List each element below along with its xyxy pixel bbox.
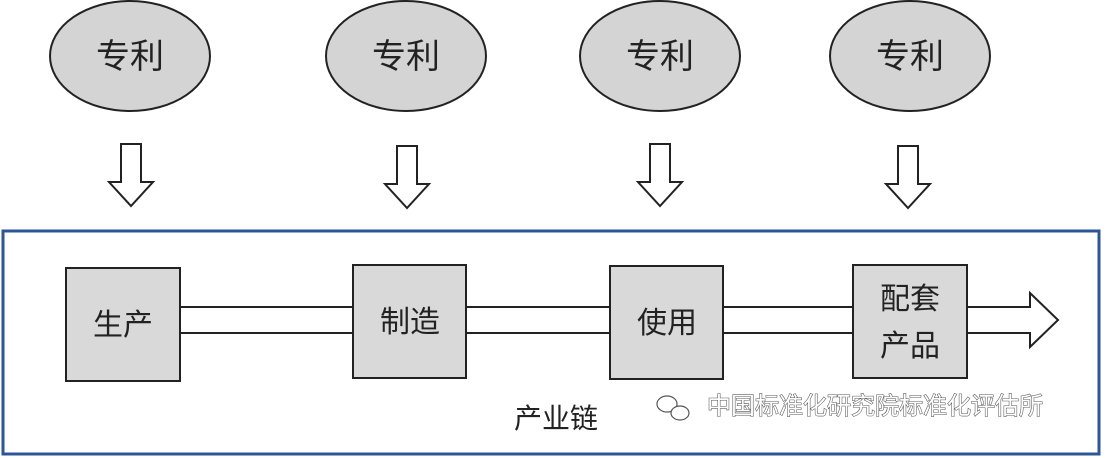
stage-box-4: 配套 产品	[852, 264, 968, 379]
chain-caption: 产业链	[514, 402, 598, 435]
wechat-watermark: 中国标准化研究院标准化评估所	[656, 391, 1044, 421]
patent-label-3: 专利	[626, 37, 694, 77]
down-arrow-icon	[883, 145, 933, 210]
down-arrow-icon	[635, 143, 685, 208]
patent-label-1: 专利	[96, 37, 164, 77]
patent-node-4: 专利	[829, 0, 991, 112]
stage-label-4-line2: 产品	[880, 329, 940, 364]
stage-box-1: 生产	[65, 267, 181, 382]
output-arrow-icon	[966, 290, 1060, 350]
stage-box-3: 使用	[609, 265, 724, 380]
down-arrow-icon	[106, 143, 156, 208]
stage-label-1: 生产	[93, 308, 153, 343]
watermark-text: 中国标准化研究院标准化评估所	[707, 392, 1043, 420]
wechat-icon	[656, 395, 690, 421]
patent-node-1: 专利	[49, 0, 211, 112]
stage-label-3: 使用	[637, 306, 697, 341]
down-arrow-icon	[382, 145, 432, 210]
stage-label-4-line1: 配套	[880, 282, 940, 317]
connector-bar	[178, 306, 354, 334]
patent-node-2: 专利	[325, 0, 487, 112]
patent-label-2: 专利	[372, 37, 440, 77]
connector-bar	[465, 306, 612, 334]
patent-node-3: 专利	[579, 0, 741, 112]
stage-label-2: 制造	[380, 305, 440, 340]
stage-box-2: 制造	[352, 264, 467, 379]
patent-label-4: 专利	[876, 37, 944, 77]
connector-bar	[722, 306, 854, 334]
